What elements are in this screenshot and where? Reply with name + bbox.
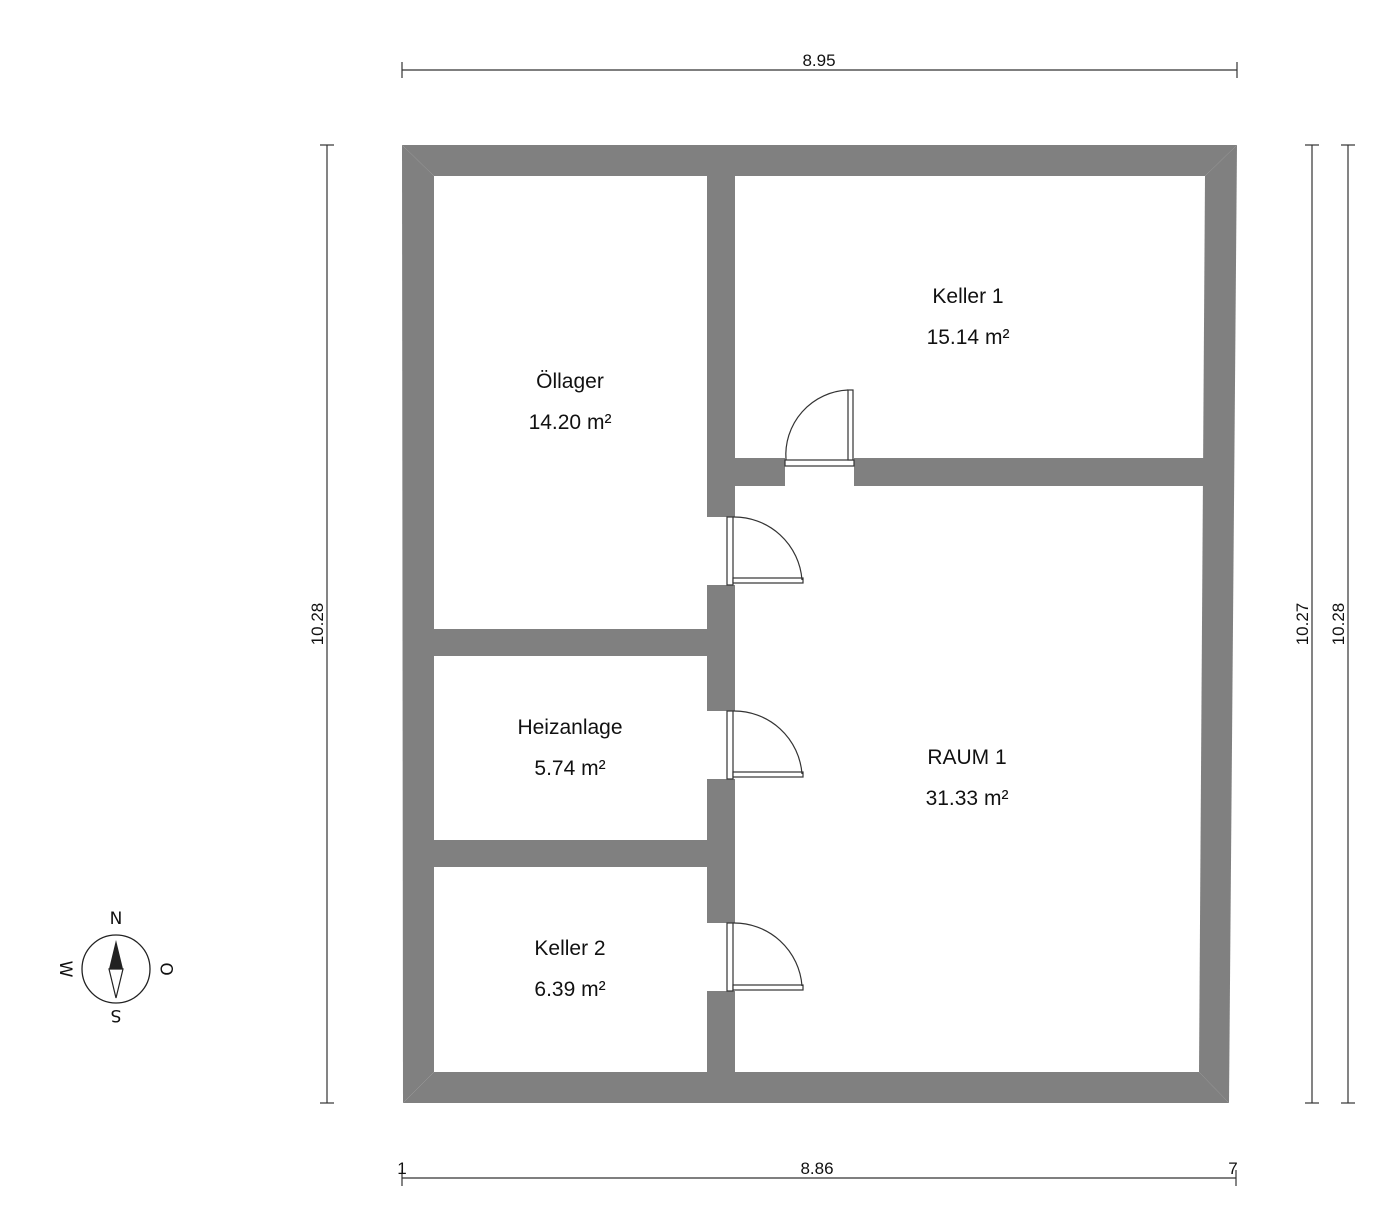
wall-bottom	[403, 1072, 1229, 1103]
wall-keller1-raum1	[707, 458, 1205, 486]
dimension-top-label: 8.95	[802, 51, 835, 70]
wall-heizanlage-keller2	[434, 840, 724, 867]
compass-west-label: W	[55, 961, 75, 978]
room-keller1-name: Keller 1	[932, 285, 1003, 308]
dimension-bottom: 8.86 1 7	[397, 1159, 1238, 1186]
door-keller2-raum1	[726, 922, 804, 992]
dimension-left: 10.28	[308, 144, 334, 1104]
room-keller2-area: 6.39 m²	[534, 978, 605, 1001]
room-keller1: Keller 1 15.14 m²	[927, 285, 1010, 349]
dimension-right-outer: 10.28	[1329, 144, 1355, 1104]
door-oellager-raum1	[726, 516, 804, 586]
compass-east-label: O	[158, 962, 178, 975]
room-keller2: Keller 2 6.39 m²	[534, 937, 605, 1001]
compass-needle-north-icon	[109, 940, 123, 969]
room-oellager-area: 14.20 m²	[529, 411, 612, 434]
dimension-right-outer-label: 10.28	[1329, 603, 1348, 646]
dimension-right-inner-label: 10.27	[1293, 603, 1312, 646]
wall-left	[402, 145, 434, 1103]
walls	[402, 145, 1237, 1103]
room-raum1: RAUM 1 31.33 m²	[926, 746, 1009, 810]
wall-top	[402, 145, 1237, 176]
room-heizanlage-area: 5.74 m²	[534, 757, 605, 780]
compass-north-label: N	[110, 909, 123, 929]
room-keller2-name: Keller 2	[534, 937, 605, 960]
room-heizanlage: Heizanlage 5.74 m²	[517, 716, 622, 780]
room-raum1-name: RAUM 1	[927, 746, 1006, 769]
room-oellager: Öllager 14.20 m²	[529, 370, 612, 434]
room-oellager-name: Öllager	[536, 370, 604, 393]
compass-south-label: S	[111, 1005, 122, 1025]
dimension-top: 8.95	[401, 51, 1238, 78]
door-heizanlage-raum1	[726, 710, 804, 780]
compass-needle-south-icon	[108, 968, 124, 999]
room-keller1-area: 15.14 m²	[927, 326, 1010, 349]
dimension-bottom-label: 8.86	[800, 1159, 833, 1178]
compass: N S W O	[55, 909, 178, 1025]
room-raum1-area: 31.33 m²	[926, 787, 1009, 810]
door-keller1	[784, 389, 855, 467]
wall-right	[1199, 145, 1237, 1103]
dimension-left-label: 10.28	[308, 603, 327, 646]
dimension-bottom-left-marker: 1	[397, 1159, 406, 1178]
room-heizanlage-name: Heizanlage	[517, 716, 622, 739]
dimension-bottom-right-marker: 7	[1228, 1159, 1237, 1178]
dimension-right-inner: 10.27	[1293, 144, 1319, 1104]
wall-oellager-heizanlage	[434, 629, 707, 656]
